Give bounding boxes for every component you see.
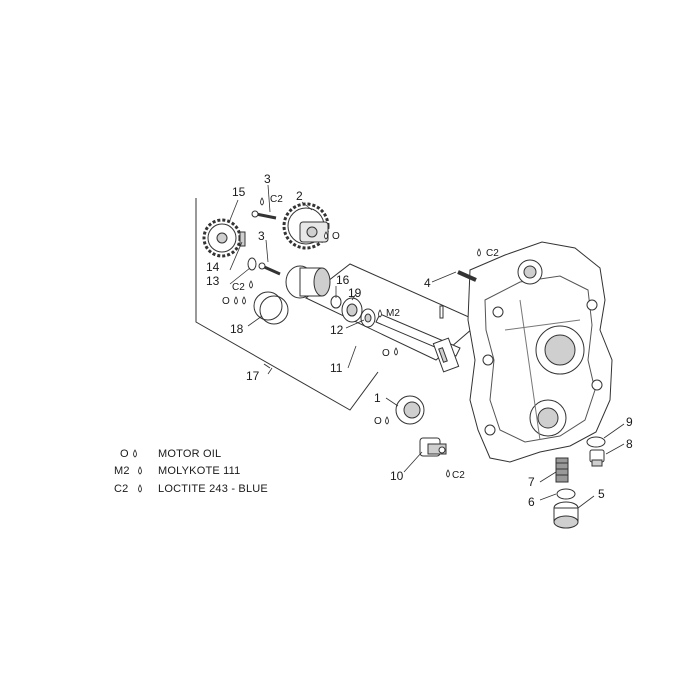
callout-1: 1: [374, 391, 381, 405]
drop-icon: [249, 280, 253, 289]
part-5-plug: [553, 501, 579, 529]
callout-11: 11: [330, 361, 343, 375]
callout-12: 12: [330, 323, 344, 337]
part-4-stud: [457, 270, 477, 282]
legend-code: M2: [114, 465, 130, 477]
drop-icon: [378, 309, 382, 318]
legend-item-motor-oil: O MOTOR OIL: [120, 448, 221, 460]
callout-6: 6: [528, 495, 535, 509]
callout-numbers: 15 3 2 3 14 13 16 19 4 18 12 11 17 1 9 8…: [206, 172, 633, 509]
code-m2-near-19: M2: [386, 308, 400, 319]
callout-9: 9: [626, 415, 633, 429]
drop-icon: [446, 469, 450, 478]
callout-16: 16: [336, 273, 350, 287]
part-19-bearing: [341, 297, 363, 323]
drop-icon: [260, 197, 264, 206]
code-c2-near-3: C2: [270, 194, 283, 205]
part-9-washer: [586, 436, 606, 448]
part-6-washer: [556, 488, 576, 500]
shaft-pin: [439, 305, 444, 319]
drop-icon: [133, 449, 137, 458]
callout-15: 15: [232, 185, 246, 199]
code-o-near-1: O: [374, 416, 382, 427]
code-o-near-18: O: [222, 296, 230, 307]
code-o-near-2: O: [332, 231, 340, 242]
part-12-bearing: [360, 308, 376, 328]
callout-14: 14: [206, 260, 220, 274]
part-3-screw-upper: [251, 210, 277, 220]
drop-icon: [394, 347, 398, 356]
callout-17: 17: [246, 369, 260, 383]
drop-icon: [138, 466, 142, 475]
crankcase-half: [467, 241, 613, 463]
drop-icon: [138, 484, 142, 493]
drop-icon: [385, 416, 389, 425]
legend-label: MOTOR OIL: [158, 448, 221, 460]
part-7-spring: [555, 457, 569, 483]
callout-18: 18: [230, 322, 244, 336]
part-14-pin: [239, 231, 246, 247]
part-13-washer: [247, 257, 257, 271]
pump-body: [285, 265, 331, 299]
drop-icon: [477, 248, 481, 257]
callout-5: 5: [598, 487, 605, 501]
pump-shaft: [375, 313, 461, 373]
legend-code: O: [120, 448, 129, 460]
callout-13: 13: [206, 274, 220, 288]
legend: O MOTOR OIL M2 MOLYKOTE 111 C2 LOCTITE 2…: [114, 448, 268, 495]
legend-code: C2: [114, 483, 128, 495]
legend-label: MOLYKOTE 111: [158, 465, 240, 477]
callout-7: 7: [528, 475, 535, 489]
leader-lines: [229, 184, 625, 509]
drop-icon: [242, 296, 246, 305]
lubricant-codes: C2 C2 C2 C2 M2 O O O O: [222, 194, 499, 481]
part-1-seal: [395, 395, 425, 425]
code-c2-near-10: C2: [452, 470, 465, 481]
part-3-screw-lower: [258, 262, 281, 276]
callout-4: 4: [424, 276, 431, 290]
drop-icon: [234, 296, 238, 305]
drop-icons: [133, 197, 481, 493]
callout-2: 2: [296, 189, 303, 203]
code-c2-near-13: C2: [232, 282, 245, 293]
assembly-bracket-17: [195, 198, 379, 411]
legend-item-loctite: C2 LOCTITE 243 - BLUE: [114, 483, 268, 495]
part-10-fitting: [419, 437, 447, 457]
code-o-near-shaft: O: [382, 348, 390, 359]
callout-3-upper: 3: [264, 172, 271, 186]
part-8-plug: [589, 449, 605, 467]
callout-19: 19: [348, 286, 362, 300]
legend-label: LOCTITE 243 - BLUE: [158, 483, 268, 495]
callout-10: 10: [390, 469, 404, 483]
part-15-gear: [202, 218, 242, 258]
part-2-gear: [282, 202, 330, 250]
callout-8: 8: [626, 437, 633, 451]
part-18-orings: [253, 291, 289, 325]
drop-icon: [324, 231, 328, 240]
legend-item-molykote: M2 MOLYKOTE 111: [114, 465, 240, 477]
code-c2-near-4: C2: [486, 248, 499, 259]
callout-3-lower: 3: [258, 229, 265, 243]
